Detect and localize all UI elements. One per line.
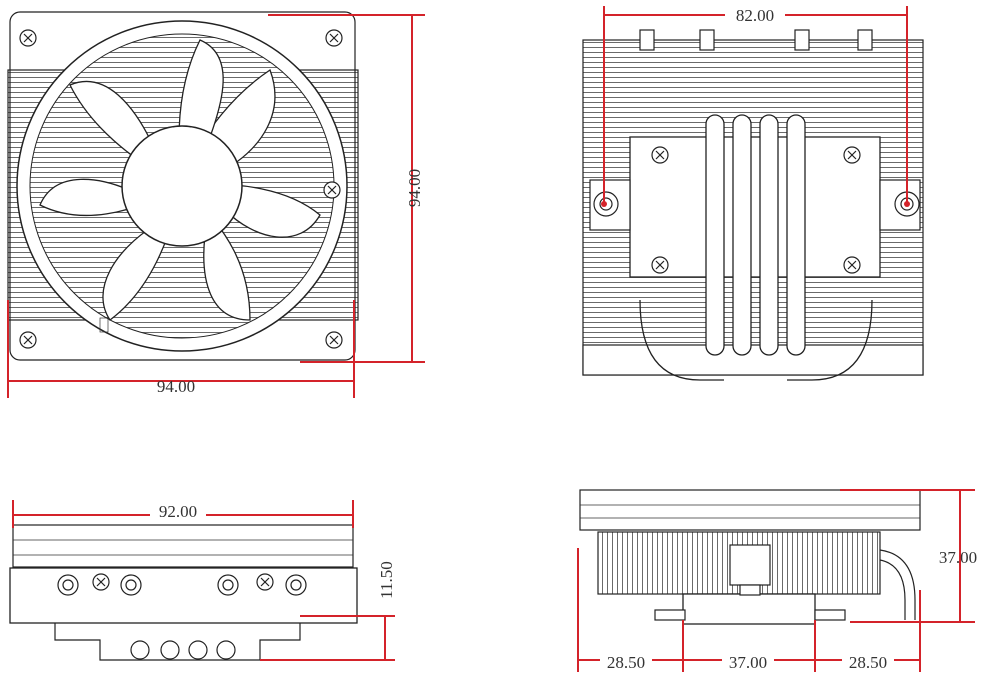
top-spacing-label: 82.00 bbox=[736, 6, 774, 25]
side-width-label: 92.00 bbox=[159, 502, 197, 521]
fan-hub-icon bbox=[121, 125, 243, 247]
front-width-label: 94.00 bbox=[157, 377, 195, 396]
side2-height-label: 37.00 bbox=[939, 548, 977, 567]
top-dims: 82.00 bbox=[601, 4, 910, 207]
base-mid-label: 37.00 bbox=[729, 653, 767, 672]
side-view bbox=[9, 524, 358, 661]
side-offset-label: 11.50 bbox=[377, 561, 396, 599]
side2-view bbox=[579, 489, 921, 625]
top-view bbox=[582, 29, 924, 381]
front-dims: 94.00 94.00 bbox=[7, 14, 425, 398]
base-right-label: 28.50 bbox=[849, 653, 887, 672]
side2-dims: 37.00 28.50 37.00 28.50 bbox=[577, 489, 977, 672]
base-left-label: 28.50 bbox=[607, 653, 645, 672]
side-dims: 92.00 11.50 bbox=[12, 500, 396, 661]
front-view bbox=[7, 11, 359, 361]
heatpipe-icon bbox=[639, 114, 873, 381]
front-height-label: 94.00 bbox=[405, 169, 424, 207]
